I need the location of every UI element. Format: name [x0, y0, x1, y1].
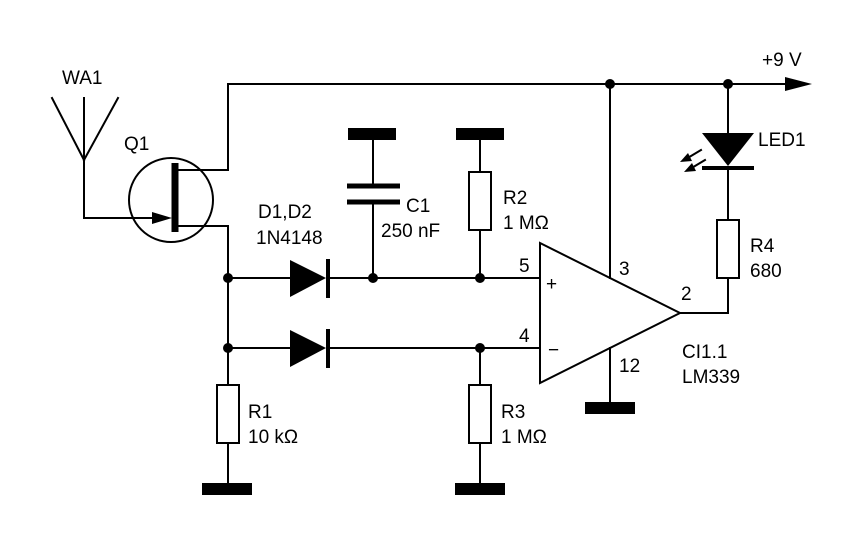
r2-ref-label: R2 [503, 188, 527, 209]
diode-d1 [227, 259, 541, 298]
led-light-arrows [680, 148, 707, 172]
diode-d2 [227, 329, 541, 368]
r1-value-label: 10 kΩ [248, 427, 298, 448]
antenna-symbol [50, 96, 166, 219]
diodes-part-label: 1N4148 [256, 228, 323, 249]
transistor-label: Q1 [124, 134, 149, 155]
plus-input-sign: + [546, 274, 557, 295]
pin4-label: 4 [519, 326, 530, 347]
r2-value-label: 1 MΩ [503, 213, 549, 234]
capacitor-c1 [347, 128, 400, 279]
c1-value-label: 250 nF [381, 221, 440, 242]
junction-dots [223, 79, 733, 353]
resistor-r2 [456, 128, 504, 279]
supply-rail [227, 77, 812, 91]
ic-ref-label: CI1.1 [682, 342, 727, 363]
supply-label: +9 V [762, 50, 802, 71]
pin12-label: 12 [619, 356, 640, 377]
r3-ref-label: R3 [501, 402, 525, 423]
transistor-q1 [128, 83, 229, 243]
led-ref-label: LED1 [758, 130, 806, 151]
pin3-label: 3 [619, 259, 630, 280]
comparator-ic [539, 83, 729, 414]
c1-ref-label: C1 [406, 196, 430, 217]
r1-ref-label: R1 [248, 402, 272, 423]
diodes-ref-label: D1,D2 [258, 202, 312, 223]
r4-value-label: 680 [750, 261, 782, 282]
r3-value-label: 1 MΩ [501, 427, 547, 448]
antenna-label: WA1 [62, 68, 102, 89]
ic-part-label: LM339 [682, 367, 740, 388]
pin2-label: 2 [681, 284, 692, 305]
pin5-label: 5 [519, 256, 530, 277]
minus-input-sign: − [548, 340, 559, 361]
r4-ref-label: R4 [750, 236, 775, 257]
led-r4-branch [702, 83, 754, 314]
resistor-r3 [455, 347, 505, 495]
resistor-r1 [202, 384, 252, 495]
